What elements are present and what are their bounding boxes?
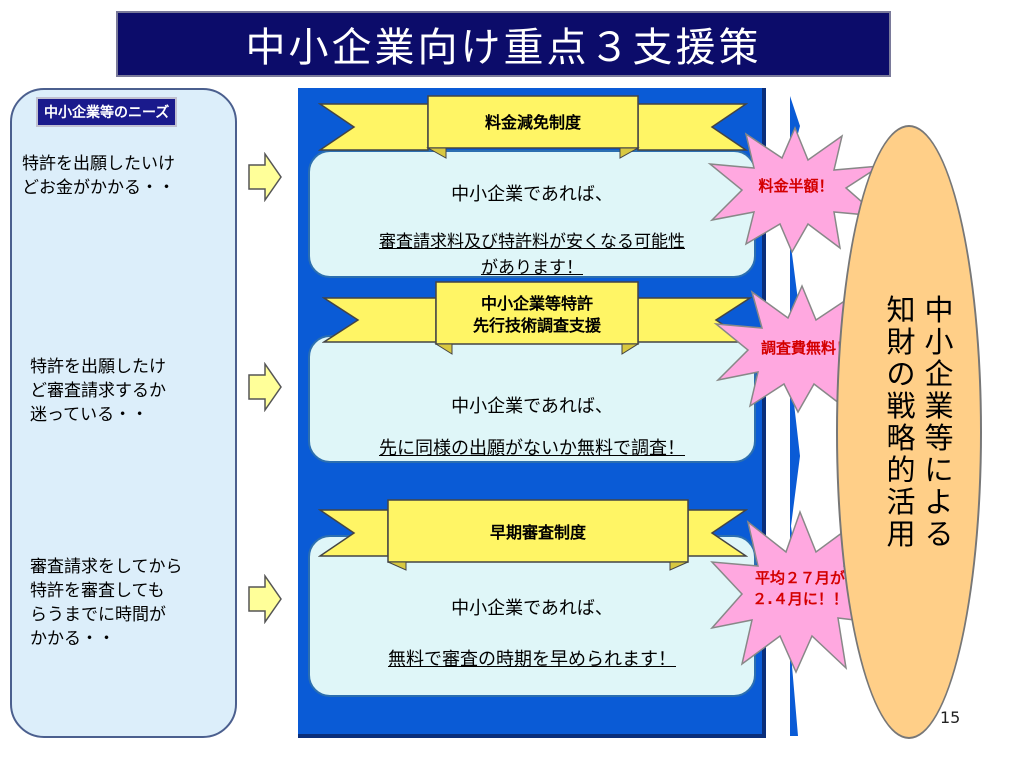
burst-label-2: 調査費無料！ xyxy=(760,339,851,357)
measure-2-line1: 中小企業であれば、 xyxy=(451,396,613,417)
measure-1-line2: 審査請求料及び特許料が安くなる可能性 xyxy=(379,232,685,252)
burst-label-1: 料金半額！ xyxy=(758,177,834,195)
right-arrow-icon xyxy=(248,362,282,412)
strategy-oval xyxy=(836,125,982,739)
measure-1-line3: があります！ xyxy=(481,258,583,278)
title-bar: 中小企業向け重点３支援策 xyxy=(116,11,891,77)
burst-label-3: 平均２７月が ２.４月に！！ xyxy=(752,569,848,608)
need-item-3: 審査請求をしてから 特許を審査しても らうまでに時間が かかる・・ xyxy=(30,557,183,649)
measure-card-2 xyxy=(308,335,756,463)
right-arrow-icon xyxy=(248,152,282,202)
measure-3-line1: 中小企業であれば、 xyxy=(451,598,613,619)
measure-1-line1: 中小企業であれば、 xyxy=(451,184,613,205)
starburst-badge-1 xyxy=(707,126,881,254)
oval-text-left: 知 財 の 戦 略 的 活 用 xyxy=(886,293,916,551)
ribbon-banner-2 xyxy=(322,281,752,355)
measure-2-line2: 先に同様の出願がないか無料で調査！ xyxy=(379,438,685,459)
ribbon-label-3: 早期審査制度 xyxy=(489,523,586,542)
ribbon-label-2: 中小企業等特許 先行技術調査支援 xyxy=(472,294,601,335)
ribbon-label-1: 料金減免制度 xyxy=(484,113,581,132)
oval-text-right: 中 小 企 業 等 に よ る xyxy=(924,293,954,551)
need-item-1: 特許を出願したいけ どお金がかかる・・ xyxy=(22,154,175,198)
ribbon-banner-1 xyxy=(318,95,748,159)
ribbon-banner-3 xyxy=(318,499,748,571)
measure-3-line2: 無料で審査の時期を早められます！ xyxy=(388,649,676,670)
need-item-2: 特許を出願したけ ど審査請求するか 迷っている・・ xyxy=(30,357,166,425)
page-title: 中小企業向け重点３支援策 xyxy=(245,25,762,71)
measure-card-1 xyxy=(308,150,756,278)
right-arrow-icon xyxy=(248,574,282,624)
needs-panel xyxy=(10,88,237,738)
page-number: 15 xyxy=(940,708,961,727)
needs-header: 中小企業等のニーズ xyxy=(36,97,178,127)
